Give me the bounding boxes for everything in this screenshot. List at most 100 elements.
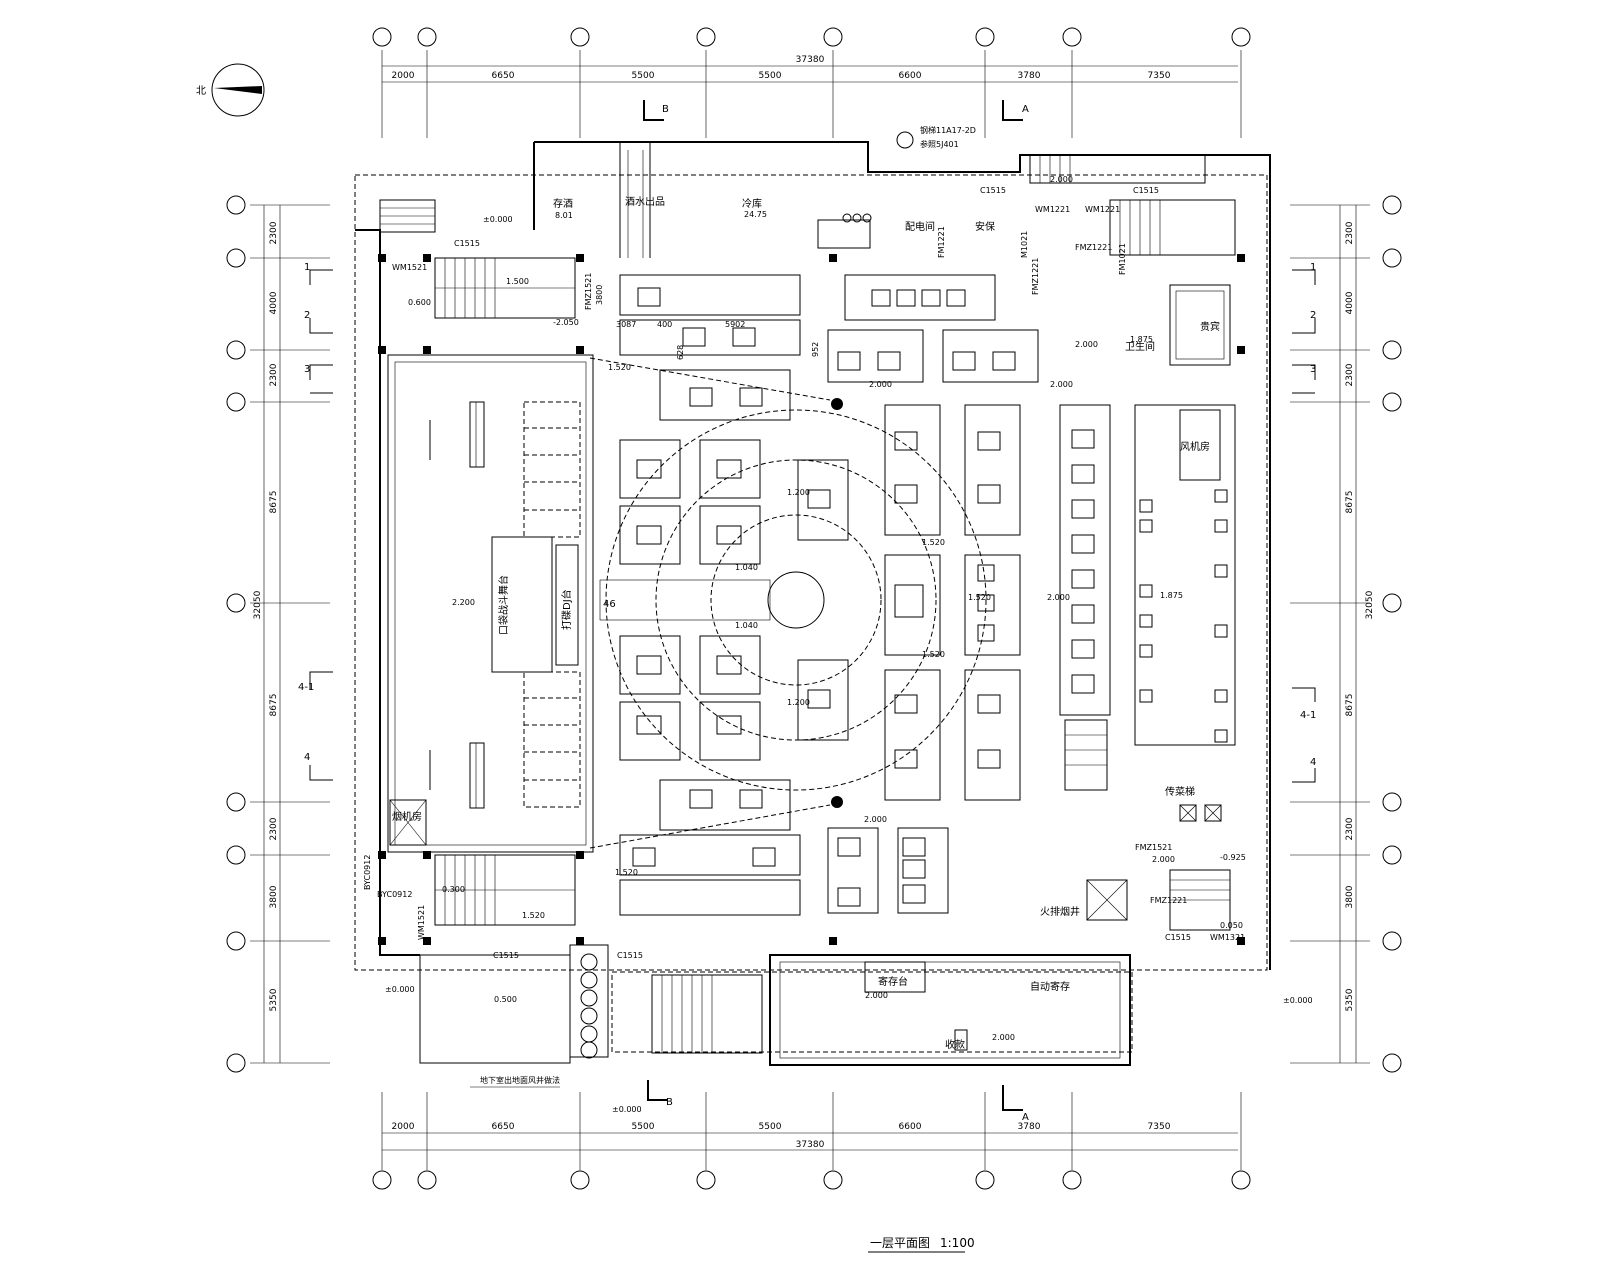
room-kitchen-area: 24.75 <box>744 210 767 219</box>
level-23: 2.000 <box>865 991 888 1000</box>
room-electric: 配电间 <box>905 220 935 233</box>
level-15: 1.200 <box>787 698 810 707</box>
drawing-scale: 1:100 <box>940 1236 975 1250</box>
level-18: 2.000 <box>864 815 887 824</box>
dim-3087: 3087 <box>616 320 636 329</box>
level-4: -2.050 <box>553 318 579 327</box>
right-seg-1: 2300 <box>1345 221 1355 244</box>
right-seg-7: 3800 <box>1345 885 1355 908</box>
code-wm1221-a: WM1221 <box>1035 205 1070 214</box>
left-seg-2: 4000 <box>269 291 279 314</box>
left-seg-5: 8675 <box>269 694 279 717</box>
right-total-dim: 32050 <box>1365 590 1375 619</box>
dim-952: 952 <box>811 342 820 357</box>
room-fan: 风机房 <box>1180 440 1210 453</box>
left-seg-4: 8675 <box>269 491 279 514</box>
room-kitchen: 冷库 <box>742 197 762 210</box>
bottom-seg-2: 6650 <box>492 1122 515 1132</box>
section-3-right: 3 <box>1310 364 1316 375</box>
count-46: 46 <box>603 599 616 610</box>
bottom-seg-4: 5500 <box>759 1122 782 1132</box>
room-trans: 传菜梯 <box>1165 785 1195 798</box>
section-b-bottom: B <box>666 1097 673 1108</box>
level-7: 2.000 <box>1050 380 1073 389</box>
top-seg-3: 5500 <box>632 71 655 81</box>
north-label: 北 <box>196 85 206 97</box>
section-a-top: A <box>1022 104 1029 115</box>
right-dimension-chain: 2300 4000 2300 8675 8675 2300 3800 5350 … <box>1339 205 1375 1063</box>
level-6: 2.000 <box>869 380 892 389</box>
code-wm1521-b: WM1521 <box>417 905 426 940</box>
top-dimension-chain: 37380 2000 6650 5500 5500 6600 3780 7350 <box>382 55 1238 83</box>
top-total-dim: 37380 <box>796 55 825 65</box>
level-8: 1.875 <box>1130 335 1153 344</box>
door-window-codes: WM1521 WM1521 WM1221 WM1221 C1515 C1515 … <box>363 125 1245 1088</box>
room-cashier: 收款 <box>945 1038 965 1051</box>
room-labels: 存酒 8.01 冷库 24.75 酒水出品 配电间 安保 口袋战斗舞台 打碟DJ… <box>392 195 1220 1051</box>
code-wm1521-a: WM1521 <box>392 263 427 272</box>
room-vip: 贵宾 <box>1200 320 1220 333</box>
level-markers: ±0.000 1.500 0.600 -2.050 1.520 2.000 2.… <box>385 175 1313 1114</box>
level-30: 0.050 <box>1220 921 1243 930</box>
level-32: 1.875 <box>1160 591 1183 600</box>
level-28: 2.000 <box>1152 855 1175 864</box>
bottom-total-dim: 37380 <box>796 1140 825 1150</box>
top-service-rooms <box>619 142 1231 366</box>
north-arrow: 北 <box>196 63 265 117</box>
right-seg-8: 5350 <box>1345 988 1355 1011</box>
level-3: 0.600 <box>408 298 431 307</box>
bottom-seg-5: 6600 <box>899 1122 922 1132</box>
section-41-left: 4-1 <box>298 682 314 693</box>
dim-3800: 3800 <box>595 285 604 305</box>
level-21: 1.520 <box>522 911 545 920</box>
level-22: 0.500 <box>494 995 517 1004</box>
right-seg-3: 2300 <box>1345 363 1355 386</box>
level-11: 1.040 <box>735 563 758 572</box>
left-seg-7: 3800 <box>269 885 279 908</box>
code-byc0912-b: BYC0912 <box>377 890 412 899</box>
left-seg-8: 5350 <box>269 988 279 1011</box>
structural-columns <box>378 254 1245 945</box>
level-17: 2.000 <box>1047 593 1070 602</box>
level-19: 1.520 <box>615 868 638 877</box>
level-12: 1.520 <box>922 538 945 547</box>
level-26: ±0.000 <box>612 1105 642 1114</box>
level-24: 2.000 <box>992 1033 1015 1042</box>
stage-area <box>389 401 581 846</box>
entrance-lobby <box>419 944 1133 1066</box>
dance-floor <box>589 357 987 849</box>
section-1-right: 1 <box>1310 262 1316 273</box>
level-27: -0.925 <box>1220 853 1246 862</box>
level-20: 0.300 <box>442 885 465 894</box>
dim-400: 400 <box>657 320 672 329</box>
ref-note-2: 参照5J401 <box>920 139 959 149</box>
level-5: 1.520 <box>608 363 631 372</box>
top-seg-4: 5500 <box>759 71 782 81</box>
top-seg-2: 6650 <box>492 71 515 81</box>
code-fm1021: FM1021 <box>1118 243 1127 275</box>
level-33: ±0.000 <box>1283 996 1313 1005</box>
section-1-left: 1 <box>304 262 310 273</box>
stairs <box>379 154 1236 1054</box>
code-fmz1221-b: FMZ1221 <box>1031 258 1040 295</box>
code-c1515-c: C1515 <box>1133 186 1159 195</box>
code-c1515-e: C1515 <box>617 951 643 960</box>
building-outline <box>354 141 1271 971</box>
code-fmz1221-a: FMZ1221 <box>1075 243 1112 252</box>
section-2-right: 2 <box>1310 310 1316 321</box>
bottom-seg-6: 3780 <box>1018 1122 1041 1132</box>
left-dimension-chain: 2300 4000 2300 8675 8675 2300 3800 5350 … <box>253 205 281 1063</box>
bottom-seg-7: 7350 <box>1148 1122 1171 1132</box>
section-4-left: 4 <box>304 752 310 763</box>
code-c1515-a: C1515 <box>454 239 480 248</box>
top-seg-1: 2000 <box>392 71 415 81</box>
code-m1021: M1021 <box>1020 231 1029 258</box>
right-seg-5: 8675 <box>1345 694 1355 717</box>
code-wm1221-b: WM1221 <box>1085 205 1120 214</box>
section-4-right: 4 <box>1310 757 1316 768</box>
drawing-title-text: 一层平面图 <box>870 1236 930 1250</box>
code-fmz1521: FMZ1521 <box>584 273 593 310</box>
booth-seating-right <box>827 274 1111 914</box>
bottom-seg-3: 5500 <box>632 1122 655 1132</box>
